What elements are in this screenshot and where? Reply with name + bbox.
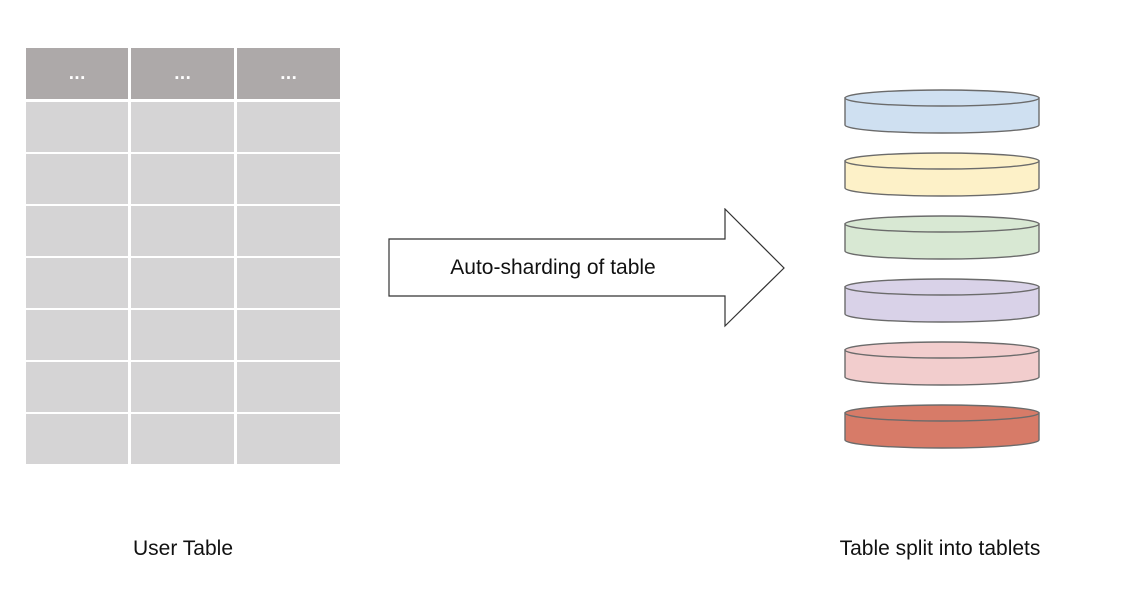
table-cell bbox=[237, 154, 340, 204]
sharding-arrow: Auto-sharding of table bbox=[388, 208, 786, 328]
table-cell bbox=[26, 154, 128, 204]
table-cell bbox=[131, 310, 234, 360]
tablets-stack bbox=[840, 80, 1044, 460]
user-table: ... ... ... bbox=[26, 48, 340, 465]
table-cell bbox=[131, 414, 234, 464]
arrow-shape bbox=[388, 208, 785, 328]
table-cell bbox=[131, 206, 234, 256]
tablet-disc bbox=[844, 404, 1040, 449]
table-cell bbox=[131, 102, 234, 152]
table-cell bbox=[237, 362, 340, 412]
table-cell bbox=[131, 258, 234, 308]
table-cell bbox=[131, 154, 234, 204]
tablet-disc bbox=[844, 341, 1040, 386]
table-cell bbox=[237, 206, 340, 256]
tablets-graphic bbox=[844, 89, 1040, 449]
user-table-caption: User Table bbox=[133, 537, 233, 560]
tablets-caption: Table split into tablets bbox=[839, 537, 1041, 560]
table-header-cell: ... bbox=[131, 48, 234, 99]
table-header-cell: ... bbox=[26, 48, 128, 99]
table-cell bbox=[237, 310, 340, 360]
table-cell bbox=[237, 102, 340, 152]
arrow-label: Auto-sharding of table bbox=[450, 256, 656, 279]
table-cell bbox=[237, 414, 340, 464]
table-cell bbox=[131, 362, 234, 412]
tablet-disc bbox=[844, 152, 1040, 197]
table-cell bbox=[26, 206, 128, 256]
table-cell bbox=[26, 414, 128, 464]
tablet-disc bbox=[844, 89, 1040, 134]
table-cell bbox=[26, 102, 128, 152]
tablet-disc bbox=[844, 278, 1040, 323]
table-header-cell: ... bbox=[237, 48, 340, 99]
table-cell bbox=[237, 258, 340, 308]
table-cell bbox=[26, 258, 128, 308]
tablet-disc bbox=[844, 215, 1040, 260]
table-cell bbox=[26, 362, 128, 412]
table-cell bbox=[26, 310, 128, 360]
